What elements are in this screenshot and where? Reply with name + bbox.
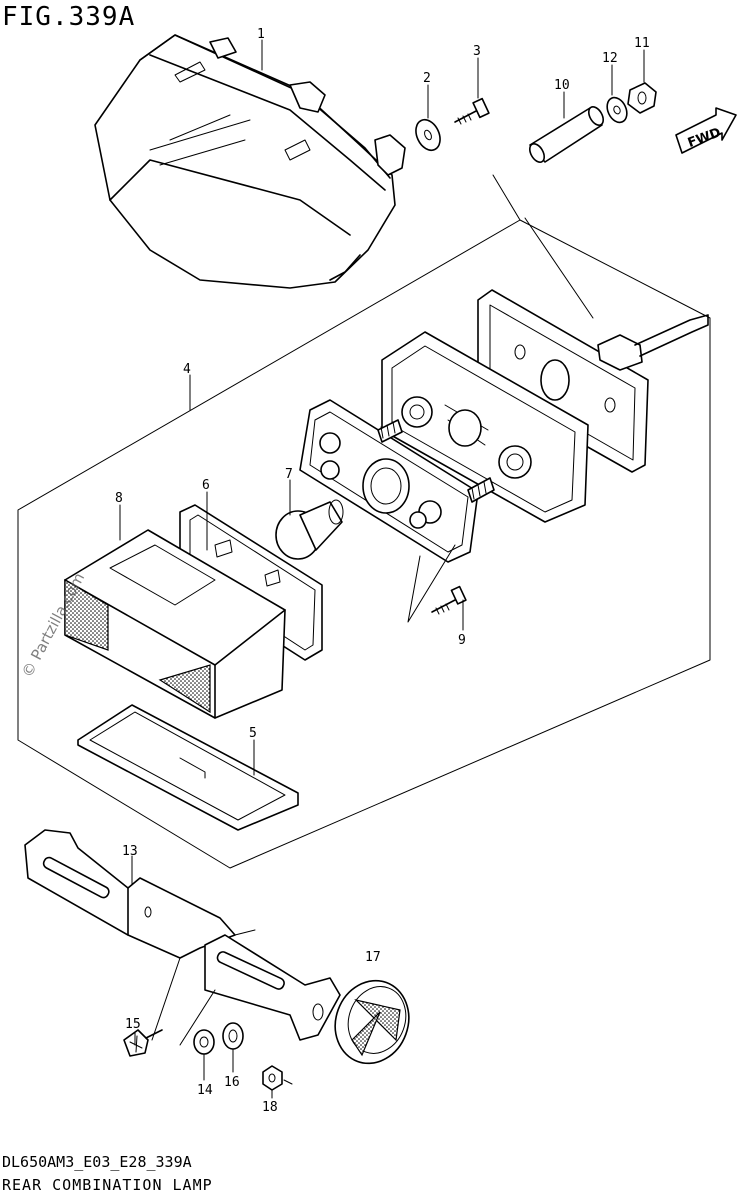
callout-9: 9 (458, 633, 466, 648)
callout-10: 10 (554, 78, 570, 93)
figure-code: DL650AM3_E03_E28_339A (2, 1153, 192, 1171)
part-16-collar[interactable] (222, 1022, 244, 1050)
part-2-washer[interactable] (411, 116, 444, 154)
callout-7: 7 (285, 467, 293, 482)
part-7-bulb[interactable] (275, 499, 344, 560)
callout-13: 13 (122, 844, 138, 859)
callout-4: 4 (183, 362, 191, 377)
callout-14: 14 (197, 1083, 213, 1098)
figure-subtitle: REAR COMBINATION LAMP (2, 1176, 213, 1194)
part-socket-plate[interactable] (299, 399, 495, 563)
callout-16: 16 (224, 1075, 240, 1090)
callout-17: 17 (365, 950, 381, 965)
part-15-bolt[interactable] (123, 1029, 163, 1057)
callout-1: 1 (257, 27, 265, 42)
part-18-nut[interactable] (262, 1065, 293, 1091)
part-5-plate[interactable] (77, 704, 299, 831)
part-17-reflector[interactable] (324, 970, 420, 1074)
callout-8: 8 (115, 491, 123, 506)
part-11-nut[interactable] (627, 82, 657, 114)
callout-12: 12 (602, 51, 618, 66)
part-13-bracket[interactable] (24, 829, 341, 1046)
part-12-washer[interactable] (603, 94, 630, 125)
part-1-tail-lamp-housing[interactable] (94, 34, 406, 289)
callout-leaders (119, 39, 645, 1099)
part-lamp-base-gasket[interactable] (477, 289, 709, 473)
part-3-screw[interactable] (454, 97, 490, 125)
callout-2: 2 (423, 71, 431, 86)
figure-title: FIG.339A (2, 2, 136, 32)
fwd-direction-arrow: FWD (675, 107, 737, 154)
callout-3: 3 (473, 44, 481, 59)
part-9-screw[interactable] (407, 544, 467, 623)
callout-18: 18 (262, 1100, 278, 1115)
part-10-spacer[interactable] (527, 104, 606, 164)
part-8-lens[interactable] (64, 529, 286, 719)
callout-5: 5 (249, 726, 257, 741)
part-lamp-base[interactable] (381, 331, 589, 523)
callout-11: 11 (634, 36, 650, 51)
callout-labels: 1 2 3 4 5 6 7 8 9 10 11 12 13 14 15 16 1… (115, 27, 650, 1115)
callout-6: 6 (202, 478, 210, 493)
part-14-bushing[interactable] (193, 1029, 215, 1055)
assembly-4-outline (17, 174, 711, 869)
callout-15: 15 (125, 1017, 141, 1032)
